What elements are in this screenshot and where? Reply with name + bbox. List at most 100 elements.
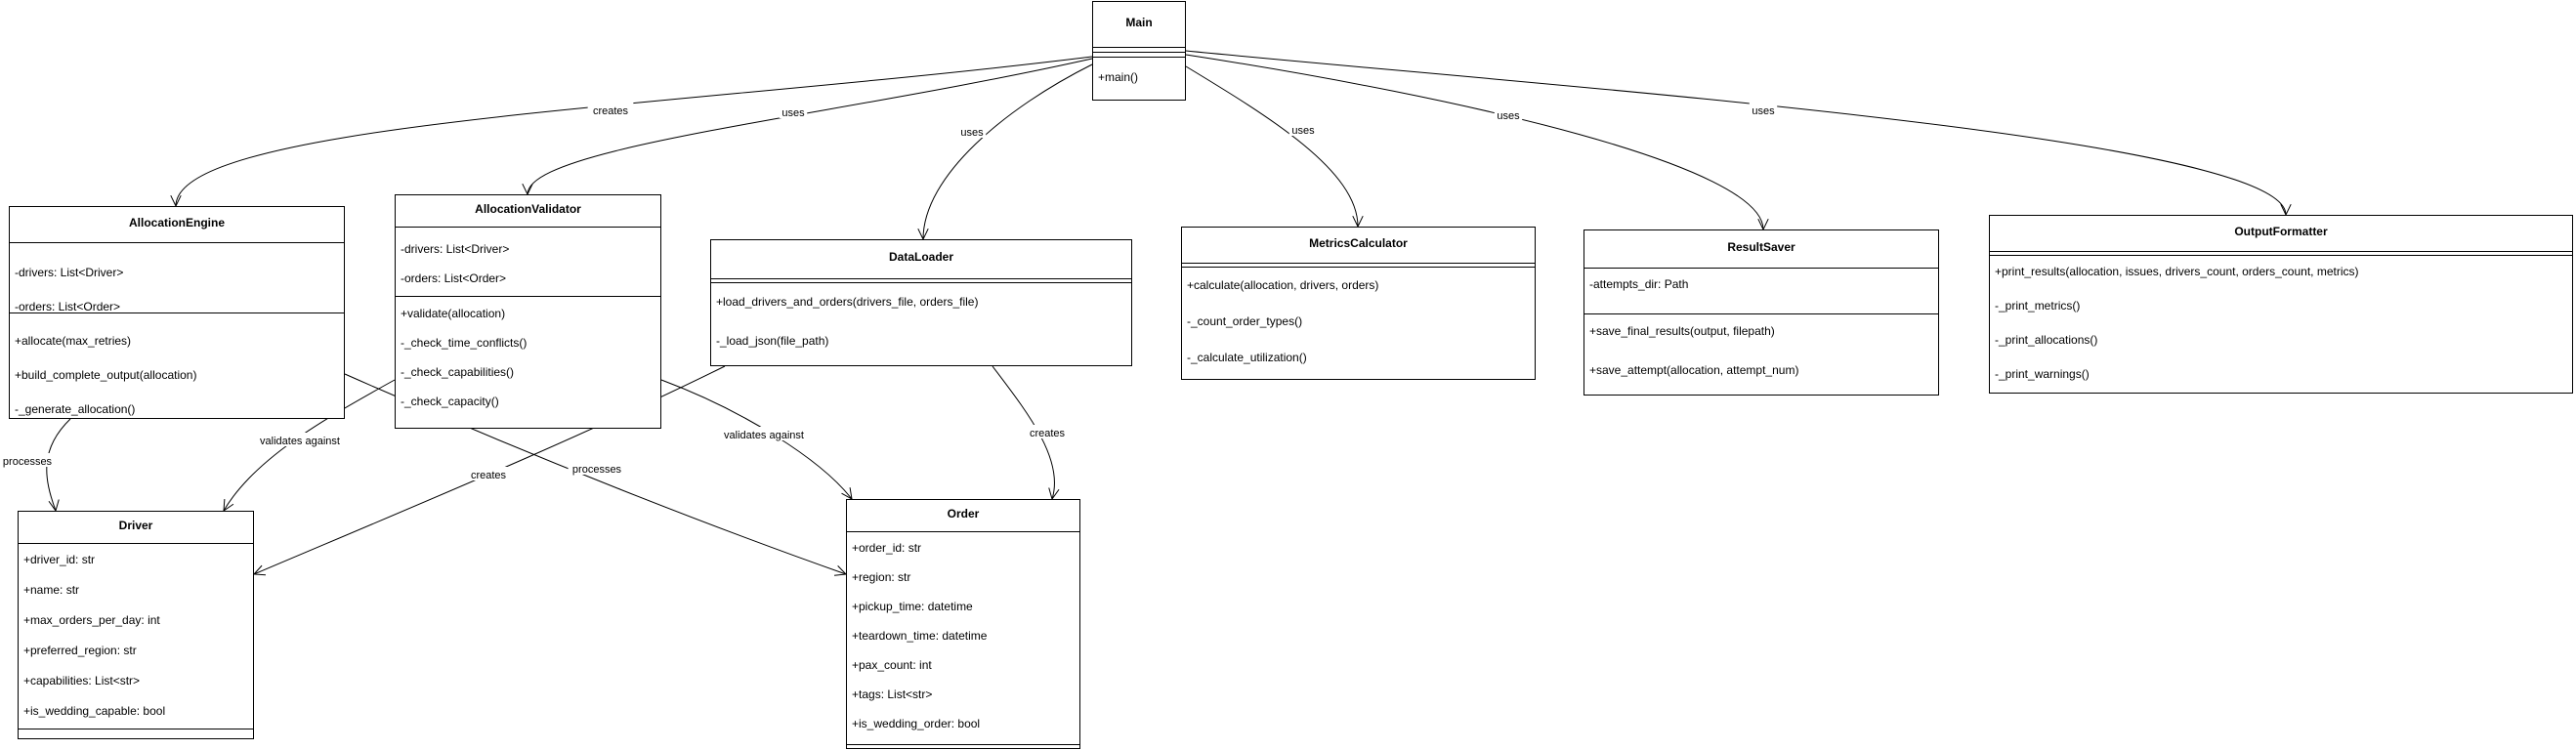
class-resultsaver: ResultSaver -attempts_dir: Path +save_fina… — [1584, 229, 1939, 396]
class-name: AllocationEngine — [128, 216, 225, 229]
edge-label: uses — [1752, 105, 1775, 117]
section-divider — [1093, 47, 1185, 48]
class-method: +main() — [1098, 70, 1139, 84]
section-divider — [1093, 57, 1185, 58]
edge-main-allocationengine: creates — [170, 56, 1093, 208]
edge-line — [527, 58, 1093, 195]
class-name: OutputFormatter — [2234, 225, 2328, 238]
class-method: -_count_order_types() — [1187, 314, 1303, 328]
edge-label-background — [247, 433, 353, 446]
class-method: -_calculate_utilization() — [1187, 351, 1307, 364]
class-method: -_load_json(file_path) — [716, 334, 829, 348]
class-attribute: +is_wedding_order: bool — [852, 717, 981, 730]
class-name: Main — [1125, 16, 1153, 29]
class-metricscalculator: MetricsCalculator +calculate(allocation, … — [1181, 227, 1536, 380]
section-divider — [711, 278, 1131, 279]
edge-label: validates against — [260, 436, 340, 447]
section-divider — [1584, 268, 1938, 269]
class-order: Order+order_id: str+region: str+pickup_t… — [846, 499, 1080, 749]
class-method: -_print_warnings() — [1995, 367, 2090, 381]
class-attribute: +is_wedding_capable: bool — [23, 704, 166, 718]
class-attribute: +name: str — [23, 583, 80, 597]
edge-line — [1185, 50, 2287, 216]
edge-main-dataloader: uses — [917, 63, 1093, 241]
class-attribute: +driver_id: str — [23, 553, 96, 566]
edge-main-metricscalculator: uses — [1185, 65, 1364, 229]
class-method: -_generate_allocation() — [15, 402, 136, 416]
section-divider — [10, 312, 344, 313]
edge-label-background — [568, 461, 626, 475]
class-method: +build_complete_output(allocation) — [15, 368, 197, 382]
edge-line — [1185, 54, 1764, 230]
section-divider — [711, 282, 1131, 283]
edge-label: uses — [1497, 110, 1520, 122]
edge-allocationvalidator-order: validates against — [660, 379, 853, 500]
class-method: -_print_allocations() — [1995, 333, 2098, 347]
class-method: +calculate(allocation, drivers, orders) — [1187, 278, 1379, 292]
class-attribute: +preferred_region: str — [23, 644, 137, 657]
edge-allocationvalidator-driver: validates against — [223, 379, 396, 512]
edge-dataloader-order: creates — [992, 365, 1071, 501]
section-divider — [10, 242, 344, 243]
edge-allocationengine-driver: processes — [0, 418, 71, 513]
edge-label: processes — [3, 456, 53, 468]
class-method: +validate(allocation) — [401, 307, 506, 320]
section-divider — [1584, 313, 1938, 314]
edge-label: uses — [1291, 125, 1315, 137]
class-attribute: +max_orders_per_day: int — [23, 613, 160, 627]
section-divider — [1990, 255, 2572, 256]
section-divider — [847, 744, 1079, 745]
edge-dataloader-driver: creates — [252, 365, 726, 576]
class-attribute: +capabilities: List<str> — [23, 674, 141, 688]
edge-label: uses — [960, 127, 984, 139]
class-attribute: -drivers: List<Driver> — [15, 266, 124, 279]
class-driver: Driver +driver_id: str +name: str +max_orde… — [18, 511, 254, 739]
edge-label-background — [957, 124, 987, 138]
edge-line — [1185, 65, 1359, 228]
class-method: +allocate(max_retries) — [15, 334, 132, 348]
section-divider — [396, 227, 660, 228]
class-attribute: +order_id: str — [852, 541, 922, 555]
class-name: MetricsCalculator — [1309, 236, 1408, 250]
class-allocationvalidator: AllocationValidator-drivers: List<Driver… — [395, 194, 661, 429]
class-name: Driver — [118, 519, 153, 532]
edge-label: creates — [1030, 428, 1066, 439]
class-name: Order — [947, 507, 980, 521]
edge-label-background — [1494, 107, 1523, 121]
edge-main-outputformatter: uses — [1185, 50, 2292, 217]
class-main: Main +main() — [1092, 1, 1186, 101]
section-divider — [19, 543, 253, 544]
section-divider — [847, 531, 1079, 532]
section-divider — [396, 296, 660, 297]
class-attribute: -orders: List<Order> — [15, 300, 121, 313]
class-method: +save_attempt(allocation, attempt_num) — [1589, 363, 1799, 377]
class-name: DataLoader — [888, 250, 954, 264]
class-attribute: +teardown_time: datetime — [852, 629, 988, 643]
section-divider — [1182, 263, 1535, 264]
class-attribute: -attempts_dir: Path — [1589, 277, 1689, 291]
class-outputformatter: OutputFormatter+print_results(allocation… — [1989, 215, 2573, 394]
edge-label: creates — [471, 470, 507, 481]
edge-label-background — [779, 104, 808, 118]
edge-label-background — [465, 467, 512, 480]
edge-label: creates — [593, 105, 629, 117]
edge-label: processes — [572, 464, 622, 476]
class-method: -_check_capabilities() — [401, 365, 515, 379]
class-dataloader: DataLoader +load_drivers_and_orders(drive… — [710, 239, 1132, 366]
edge-label: validates against — [724, 430, 804, 441]
class-method: +save_final_results(output, filepath) — [1589, 324, 1775, 338]
edge-main-allocationvalidator: uses — [522, 58, 1093, 196]
edge-line — [922, 63, 1093, 240]
class-name: ResultSaver — [1727, 240, 1795, 254]
edge-label-background — [1288, 122, 1318, 136]
edge-label-background — [587, 103, 634, 116]
section-divider — [1990, 251, 2572, 252]
class-method: -_check_time_conflicts() — [401, 336, 528, 350]
class-attribute: -orders: List<Order> — [401, 271, 507, 285]
edge-label: uses — [781, 107, 805, 119]
edge-main-resultsaver: uses — [1185, 54, 1769, 231]
class-method: -_print_metrics() — [1995, 299, 2081, 312]
class-method: +load_drivers_and_orders(drivers_file, o… — [716, 295, 979, 309]
class-attribute: +region: str — [852, 570, 911, 584]
class-attribute: +tags: List<str> — [852, 688, 933, 701]
